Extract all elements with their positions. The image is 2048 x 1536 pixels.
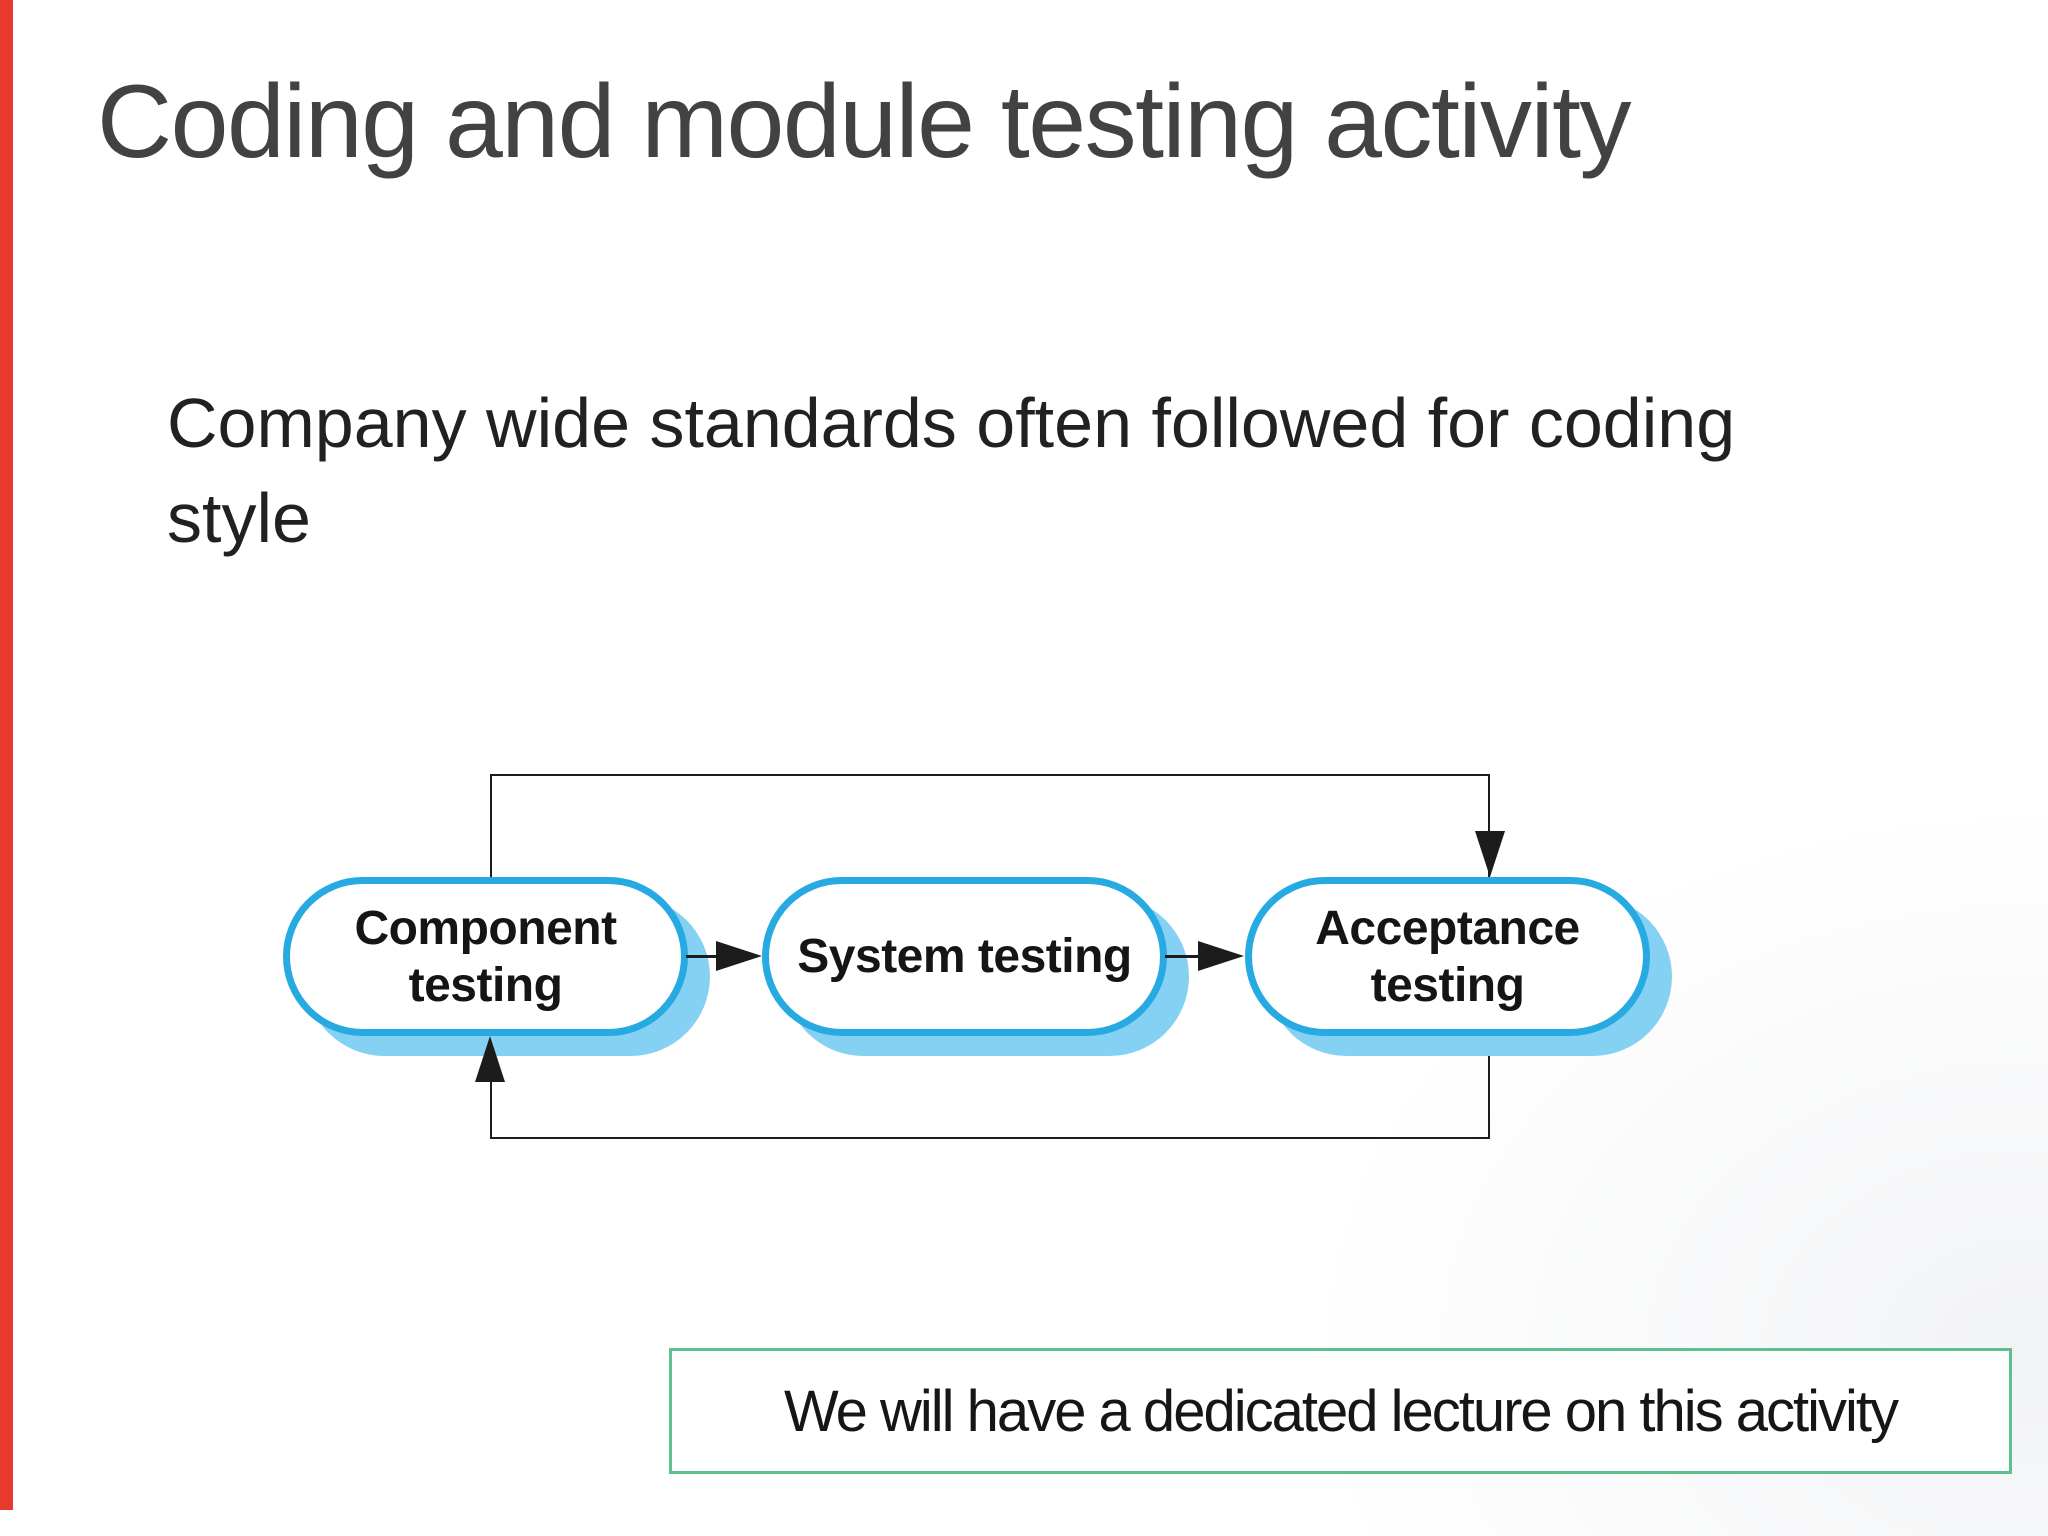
note-text: We will have a dedicated lecture on this… — [783, 1378, 1899, 1444]
body-text: Company wide standards often followed fo… — [167, 376, 1735, 566]
flow-arrow-line-1 — [686, 955, 720, 958]
box-system-testing: System testing — [762, 877, 1167, 1036]
body-line-2: style — [167, 479, 311, 557]
note-box: We will have a dedicated lecture on this… — [669, 1348, 2012, 1474]
flow-arrow-line-2 — [1165, 955, 1199, 958]
body-line-1: Company wide standards often followed fo… — [167, 384, 1736, 462]
box-acceptance-testing: Acceptance testing — [1245, 877, 1650, 1036]
component-testing-label: Component testing — [354, 901, 617, 1012]
flow-arrowhead-right-icon — [716, 941, 762, 971]
page-title: Coding and module testing activity — [97, 64, 1632, 180]
system-testing-label: System testing — [797, 930, 1132, 983]
red-accent-bar — [0, 0, 13, 1510]
loop-arrowhead-up-icon — [475, 1036, 505, 1082]
box-component-testing: Component testing — [283, 877, 688, 1036]
flow-arrowhead-right-icon — [1198, 941, 1244, 971]
loop-arrowhead-down-icon — [1475, 831, 1505, 877]
acceptance-testing-label: Acceptance testing — [1315, 901, 1580, 1012]
